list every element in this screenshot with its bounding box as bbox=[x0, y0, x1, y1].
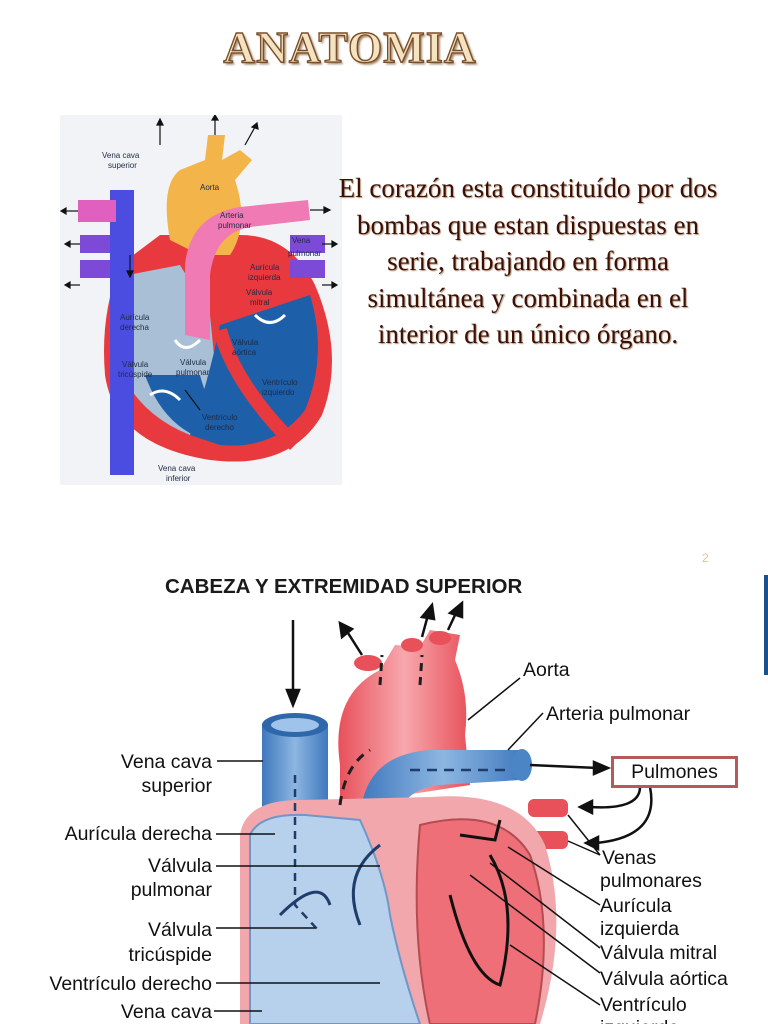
slide-body-text: El corazón esta constituído por dos bomb… bbox=[338, 173, 718, 349]
d1-label-aorta: Aorta bbox=[200, 183, 220, 192]
label-pulmones: Pulmones bbox=[611, 756, 738, 788]
d1-label-ventriculo-izquierdo: Ventrículo bbox=[262, 378, 298, 387]
label-valvula-tricuspide: Válvula bbox=[148, 919, 212, 941]
slide-anatomia: ANATOMIA bbox=[60, 22, 718, 565]
d1-label-auricula-derecha: Aurícula bbox=[120, 313, 150, 322]
d1-label-vena-cava-inferior: Vena cava bbox=[158, 464, 196, 473]
d1-label-auricula-izquierda: Aurícula bbox=[250, 263, 280, 272]
slide-title: ANATOMIA bbox=[223, 22, 477, 72]
d1-label-ventriculo-derecho: Ventrículo bbox=[202, 413, 238, 422]
svg-text:izquierda: izquierda bbox=[248, 273, 281, 282]
page-number: 2 bbox=[702, 551, 709, 565]
svg-text:pulmonar: pulmonar bbox=[288, 249, 322, 258]
heart-diagram-simple: Vena cava superior Aorta Arteria pulmona… bbox=[60, 115, 342, 485]
label-auricula-izquierda: Aurícula bbox=[600, 895, 672, 917]
svg-text:pulmonar: pulmonar bbox=[218, 221, 252, 230]
svg-text:derecho: derecho bbox=[205, 423, 234, 432]
heart-diagram-detailed bbox=[214, 600, 653, 1024]
label-valvula-mitral: Válvula mitral bbox=[600, 942, 718, 964]
svg-text:superior: superior bbox=[108, 161, 137, 170]
label-auricula-derecha: Aurícula derecha bbox=[64, 823, 212, 845]
svg-text:inferior: inferior bbox=[166, 474, 191, 483]
svg-text:tricúspide: tricúspide bbox=[118, 370, 153, 379]
label-vena-cava: Vena cava bbox=[120, 1001, 212, 1023]
d1-label-arteria-pulmonar: Arteria bbox=[220, 211, 244, 220]
d1-label-valvula-tricuspide: Válvula bbox=[122, 360, 149, 369]
slide-edge-marker bbox=[764, 575, 768, 675]
d1-label-vena-pulmonar: Vena bbox=[292, 236, 311, 245]
diagram-title: CABEZA Y EXTREMIDAD SUPERIOR bbox=[165, 575, 523, 598]
label-ventriculo-derecho: Ventrículo derecho bbox=[49, 973, 212, 995]
svg-text:aórtica: aórtica bbox=[232, 348, 257, 357]
label-ventriculo-izquierdo: Ventrículo bbox=[600, 994, 687, 1016]
label-arteria-pulmonar: Arteria pulmonar bbox=[546, 703, 691, 725]
d1-label-valvula-pulmonar: Válvula bbox=[180, 358, 207, 367]
svg-text:derecha: derecha bbox=[120, 323, 149, 332]
d1-label-vena-cava-superior: Vena cava bbox=[102, 151, 140, 160]
label-aorta: Aorta bbox=[523, 659, 570, 681]
label-valvula-aortica: Válvula aórtica bbox=[600, 968, 728, 990]
d1-label-valvula-aortica: Válvula bbox=[232, 338, 259, 347]
label-valvula-pulmonar: Válvula bbox=[148, 855, 212, 877]
label-venas-pulmonares: Venas bbox=[602, 847, 657, 869]
label-vena-cava-superior: Vena cava bbox=[120, 751, 212, 773]
slide-circulation-diagram: CABEZA Y EXTREMIDAD SUPERIOR Aorta Arter… bbox=[0, 575, 768, 1024]
d1-label-valvula-mitral: Válvula bbox=[246, 288, 273, 297]
svg-text:mitral: mitral bbox=[250, 298, 270, 307]
svg-text:pulmonar: pulmonar bbox=[176, 368, 210, 377]
svg-text:izquierdo: izquierdo bbox=[262, 388, 295, 397]
